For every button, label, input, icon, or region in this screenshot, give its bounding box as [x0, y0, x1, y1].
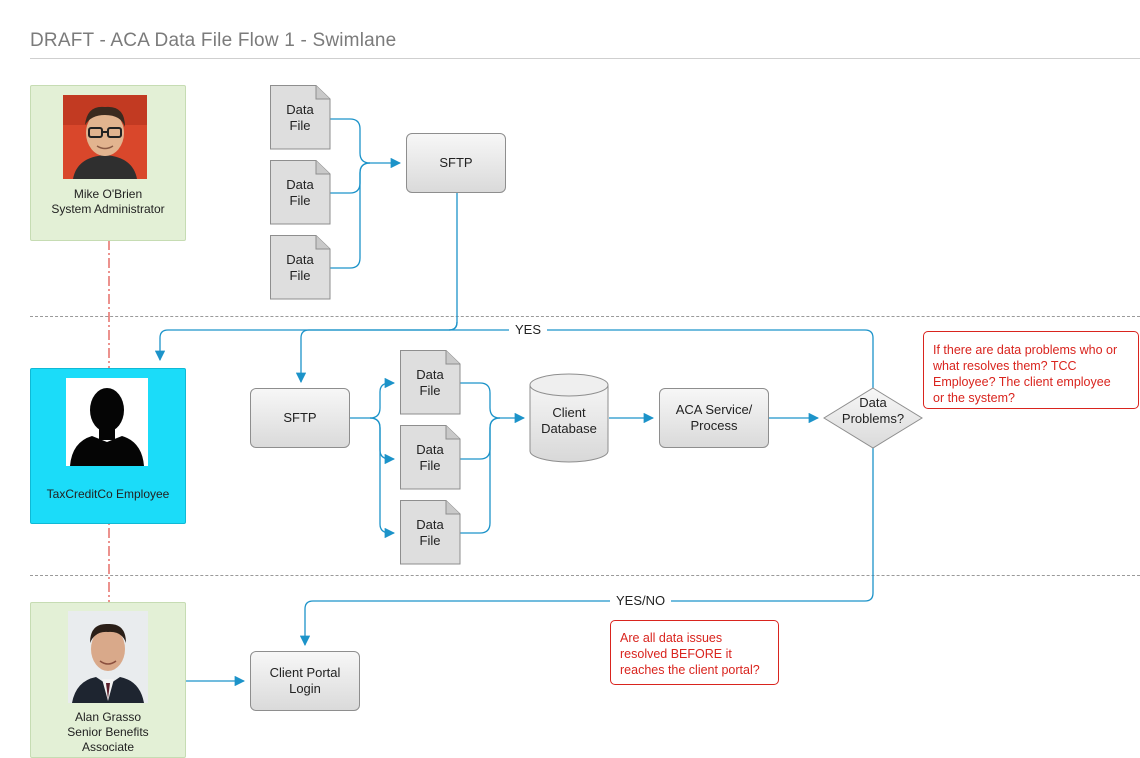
actor-role: System Administrator — [51, 202, 165, 216]
connector-file3-db — [460, 417, 501, 534]
note-data-problems: If there are data problems who or what r… — [923, 331, 1139, 409]
connector-file2-sftp — [330, 162, 371, 194]
document-shape-icon — [400, 500, 461, 565]
document-shape-icon — [400, 350, 461, 415]
connector-diamond-portal — [299, 448, 874, 647]
actor-name: TaxCreditCo Employee — [46, 487, 170, 501]
actor-system-administrator: Mike O'Brien System Administrator — [30, 85, 186, 241]
document-shape-icon — [270, 160, 331, 225]
connector-sftp-file2 — [369, 417, 396, 465]
actor-taxcreditco-employee: TaxCreditCo Employee — [30, 368, 186, 524]
connector-file1-sftp — [330, 118, 402, 169]
connector-sftp-file1 — [349, 377, 396, 419]
connector-yes-loop — [295, 329, 874, 388]
connector-file3-sftp — [330, 162, 371, 269]
swimlane-divider-1 — [30, 316, 1140, 317]
document-shape-icon — [270, 235, 331, 300]
aca-service-process-node: ACA Service/Process — [659, 388, 769, 448]
person-photo-icon — [68, 611, 148, 703]
person-silhouette-icon — [66, 378, 148, 466]
database-cylinder-icon — [529, 373, 609, 463]
connector-file1-db — [460, 382, 526, 424]
actor-senior-benefits-associate: Alan Grasso Senior Benefits Associate — [30, 602, 186, 758]
sftp-top-node: SFTP — [406, 133, 506, 193]
edge-label-yes-no: YES/NO — [610, 593, 672, 608]
actor-role-line1: Senior Benefits — [67, 725, 149, 739]
actor-role-line2: Associate — [81, 740, 135, 754]
connector-to-sftp-mid — [448, 321, 458, 331]
person-photo-icon — [63, 95, 147, 179]
sftp-mid-node: SFTP — [250, 388, 350, 448]
document-shape-icon — [270, 85, 331, 150]
actor-name: Alan Grasso — [74, 710, 142, 724]
actor-name: Mike O'Brien — [73, 187, 143, 201]
page-title: DRAFT - ACA Data File Flow 1 - Swimlane — [30, 30, 397, 51]
title-divider — [30, 58, 1140, 59]
note-issues-resolved: Are all data issues resolved BEFORE it r… — [610, 620, 779, 685]
connector-sftp-file3 — [369, 417, 396, 539]
document-shape-icon — [400, 425, 461, 490]
connector-file2-db — [460, 417, 501, 460]
edge-label-yes: YES — [509, 322, 548, 337]
decision-diamond-icon — [823, 387, 923, 449]
swimlane-divider-2 — [30, 575, 1140, 576]
